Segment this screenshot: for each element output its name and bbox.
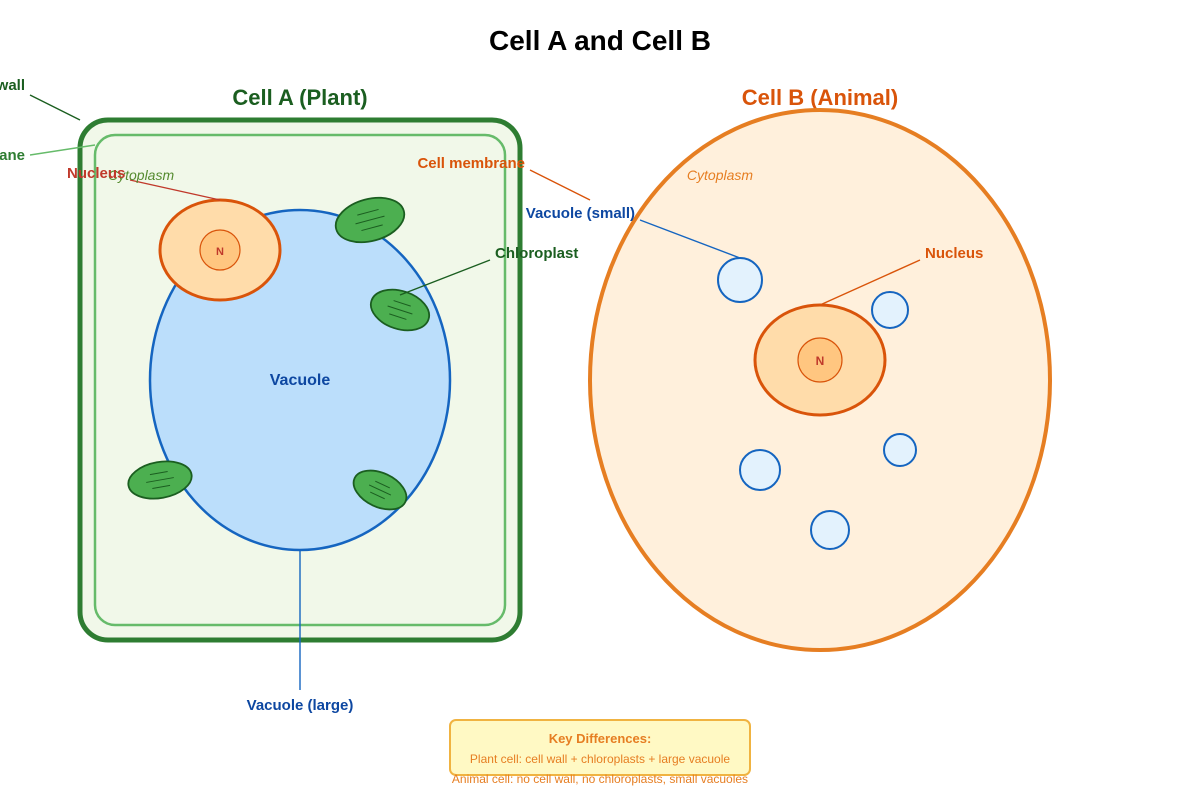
plant-membrane-leader bbox=[29, 144, 96, 156]
animal-membrane-label: Cell membrane bbox=[417, 155, 525, 172]
chloroplast-4 bbox=[352, 469, 408, 511]
cell-a-title: Cell A (Plant) bbox=[232, 85, 367, 110]
cell-a: Cell A (Plant) Vacuole N bbox=[0, 77, 578, 714]
animal-cytoplasm-label: Cytoplasm bbox=[687, 167, 753, 183]
cell-wall-leader bbox=[29, 94, 81, 121]
key-line-plant: Plant cell: cell wall + chloroplasts + l… bbox=[470, 752, 730, 766]
animal-nucleus-leader bbox=[819, 259, 921, 306]
small-vacuole-4 bbox=[883, 433, 917, 467]
plant-nucleolus bbox=[199, 229, 241, 271]
key-title: Key Differences: bbox=[549, 731, 652, 746]
small-vacuole-1 bbox=[717, 257, 763, 303]
diagram-title: Cell A and Cell B bbox=[489, 25, 711, 56]
animal-nucleus-letter: N bbox=[816, 354, 825, 368]
cell-b: Cell B (Animal) N Cell membrane Cytoplas… bbox=[417, 85, 1052, 652]
chloroplast-label: Chloroplast bbox=[495, 245, 578, 262]
vacuole-large-label: Vacuole (large) bbox=[247, 697, 354, 714]
vacuole-small-label: Vacuole (small) bbox=[526, 205, 635, 222]
small-vacuole-5 bbox=[810, 510, 850, 550]
chloroplast-1 bbox=[334, 196, 406, 244]
chloroplast-2 bbox=[369, 288, 431, 332]
key-line-animal: Animal cell: no cell wall, no chloroplas… bbox=[452, 772, 748, 786]
animal-nucleus-label: Nucleus bbox=[925, 245, 983, 262]
key-differences-box: Key Differences: Plant cell: cell wall +… bbox=[449, 719, 751, 786]
small-vacuole-3 bbox=[739, 449, 781, 491]
small-vacuole-2 bbox=[871, 291, 909, 329]
cell-b-title: Cell B (Animal) bbox=[742, 85, 898, 110]
plant-nucleus-label: Nucleus bbox=[67, 165, 125, 182]
plant-cytoplasm-label: Cytoplasm bbox=[108, 167, 174, 183]
plant-nucleus-leader bbox=[129, 179, 221, 201]
animal-nucleolus bbox=[797, 337, 843, 383]
vacuole-label: Vacuole bbox=[270, 372, 331, 389]
key-box-background bbox=[449, 719, 751, 776]
chloroplast-leader bbox=[399, 259, 491, 296]
animal-membrane-leader bbox=[529, 169, 591, 201]
chloroplast-3 bbox=[127, 460, 193, 500]
plant-nucleus-letter: N bbox=[216, 246, 224, 258]
vacuole-small-leader bbox=[639, 219, 741, 259]
plant-membrane-label: Cell membrane bbox=[0, 147, 25, 164]
cell-wall-label: Cell wall bbox=[0, 77, 25, 94]
